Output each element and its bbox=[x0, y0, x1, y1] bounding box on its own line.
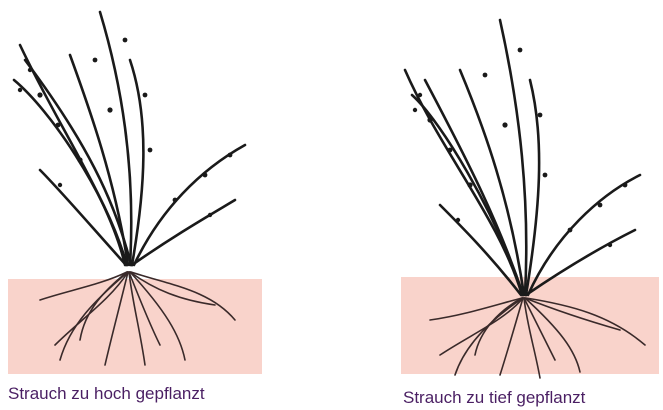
caption-too-deep: Strauch zu tief gepflanzt bbox=[403, 388, 585, 408]
branch bbox=[526, 80, 539, 295]
branch bbox=[100, 12, 131, 265]
shrub-too-high-illustration bbox=[0, 0, 330, 380]
branches-too-deep bbox=[405, 20, 640, 295]
root bbox=[525, 298, 620, 330]
branch bbox=[425, 80, 523, 295]
root bbox=[105, 272, 128, 365]
caption-too-high: Strauch zu hoch gepflanzt bbox=[8, 384, 205, 404]
roots-too-deep bbox=[430, 298, 645, 378]
branch bbox=[405, 70, 522, 295]
root bbox=[129, 272, 160, 345]
branch bbox=[20, 45, 125, 265]
branch bbox=[526, 230, 635, 295]
branch bbox=[500, 20, 526, 295]
branches-too-high bbox=[14, 12, 245, 265]
roots-too-high bbox=[40, 272, 235, 365]
branch bbox=[40, 170, 126, 265]
root bbox=[131, 272, 235, 320]
branch bbox=[132, 200, 235, 265]
shrub-too-deep-illustration bbox=[330, 0, 663, 385]
root bbox=[130, 272, 215, 305]
root bbox=[40, 272, 127, 300]
panel-too-deep: Strauch zu tief gepflanzt bbox=[330, 0, 663, 410]
panel-too-high: Strauch zu hoch gepflanzt bbox=[0, 0, 330, 410]
root bbox=[455, 298, 523, 375]
